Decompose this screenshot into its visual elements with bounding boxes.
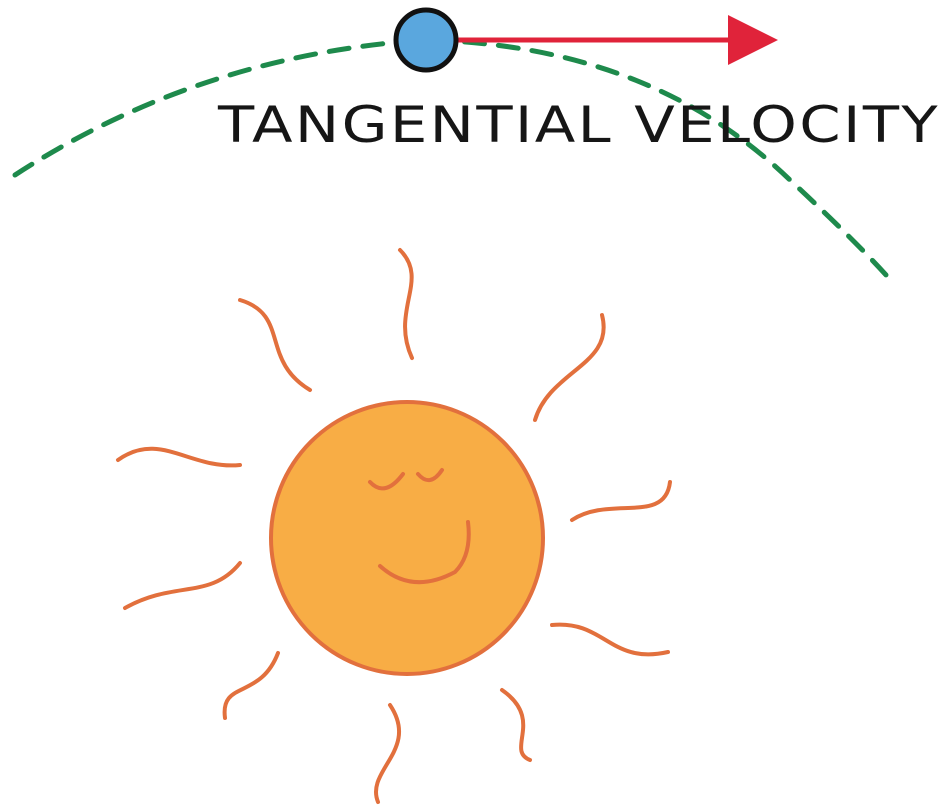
sun xyxy=(269,400,545,676)
sun-ray xyxy=(533,313,606,422)
sun-ray xyxy=(238,298,312,392)
smile xyxy=(378,520,471,585)
sun-ray xyxy=(570,480,672,522)
sun-ray xyxy=(116,446,242,468)
sun-ray xyxy=(222,651,280,720)
left-eye xyxy=(368,472,405,491)
tangential-velocity-label: TANGENTIAL VELOCITY xyxy=(217,96,940,154)
sun-ray xyxy=(550,622,670,657)
sun-face xyxy=(368,468,471,585)
orbit-path xyxy=(12,37,898,288)
sun-ray xyxy=(123,561,242,610)
planet xyxy=(393,7,459,73)
right-eye xyxy=(416,468,444,482)
sun-ray xyxy=(500,688,532,762)
sun-rays xyxy=(116,248,672,804)
sun-ray xyxy=(398,248,414,360)
sun-ray xyxy=(374,703,402,804)
